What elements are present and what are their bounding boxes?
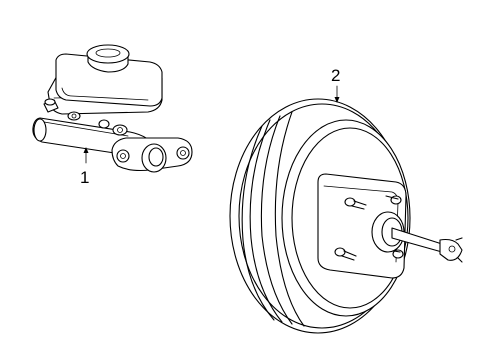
mounting-stud	[385, 195, 402, 205]
callout-2-label: 2	[331, 66, 340, 85]
callout-1-label: 1	[80, 168, 89, 187]
callout-2-leader	[334, 85, 340, 103]
callout-1-leader	[83, 147, 89, 164]
mounting-stud	[334, 247, 357, 261]
master-cylinder[interactable]	[32, 44, 193, 173]
brake-booster[interactable]	[229, 98, 463, 334]
mounting-stud	[344, 197, 367, 210]
